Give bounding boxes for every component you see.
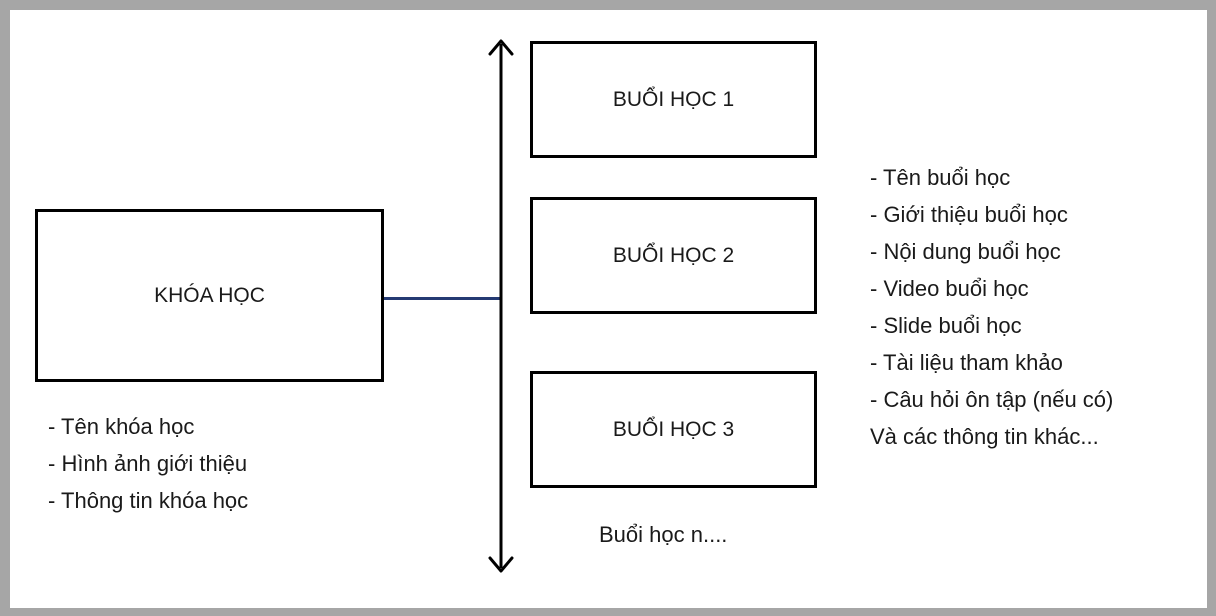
course-box-label: KHÓA HỌC (154, 283, 265, 307)
lesson-box-1: BUỔI HỌC 1 (530, 41, 817, 158)
list-item: - Giới thiệu buổi học (870, 202, 1068, 227)
course-info-list: - Tên khóa học - Hình ảnh giới thiệu - T… (48, 408, 248, 519)
list-item: - Câu hỏi ôn tập (nếu có) (870, 387, 1114, 412)
lesson-box-label: BUỔI HỌC 1 (612, 87, 735, 111)
double-headed-arrow-icon (488, 39, 514, 573)
lesson-box-label: BUỔI HỌC 2 (612, 243, 735, 267)
list-item: - Tên khóa học (48, 414, 195, 439)
course-connector-line (384, 297, 500, 300)
list-item: Và các thông tin khác... (870, 424, 1099, 449)
list-item: - Tên buổi học (870, 165, 1011, 190)
list-item: - Video buổi học (870, 276, 1029, 301)
list-item: - Nội dung buổi học (870, 239, 1061, 264)
more-lessons-label: Buổi học n.... (599, 522, 728, 547)
lesson-box-2: BUỔI HỌC 2 (530, 197, 817, 314)
diagram-canvas: KHÓA HỌC BUỔI HỌC 1 BUỔI HỌC 2 BUỔI HỌC … (10, 10, 1207, 608)
course-box: KHÓA HỌC (35, 209, 384, 382)
lesson-box-label: BUỔI HỌC 3 (612, 417, 735, 441)
lesson-box-3: BUỔI HỌC 3 (530, 371, 817, 488)
lesson-info-list: - Tên buổi học - Giới thiệu buổi học - N… (870, 159, 1113, 455)
list-item: - Tài liệu tham khảo (870, 350, 1063, 375)
list-item: - Thông tin khóa học (48, 488, 249, 513)
list-item: - Slide buổi học (870, 313, 1022, 338)
list-item: - Hình ảnh giới thiệu (48, 451, 248, 476)
